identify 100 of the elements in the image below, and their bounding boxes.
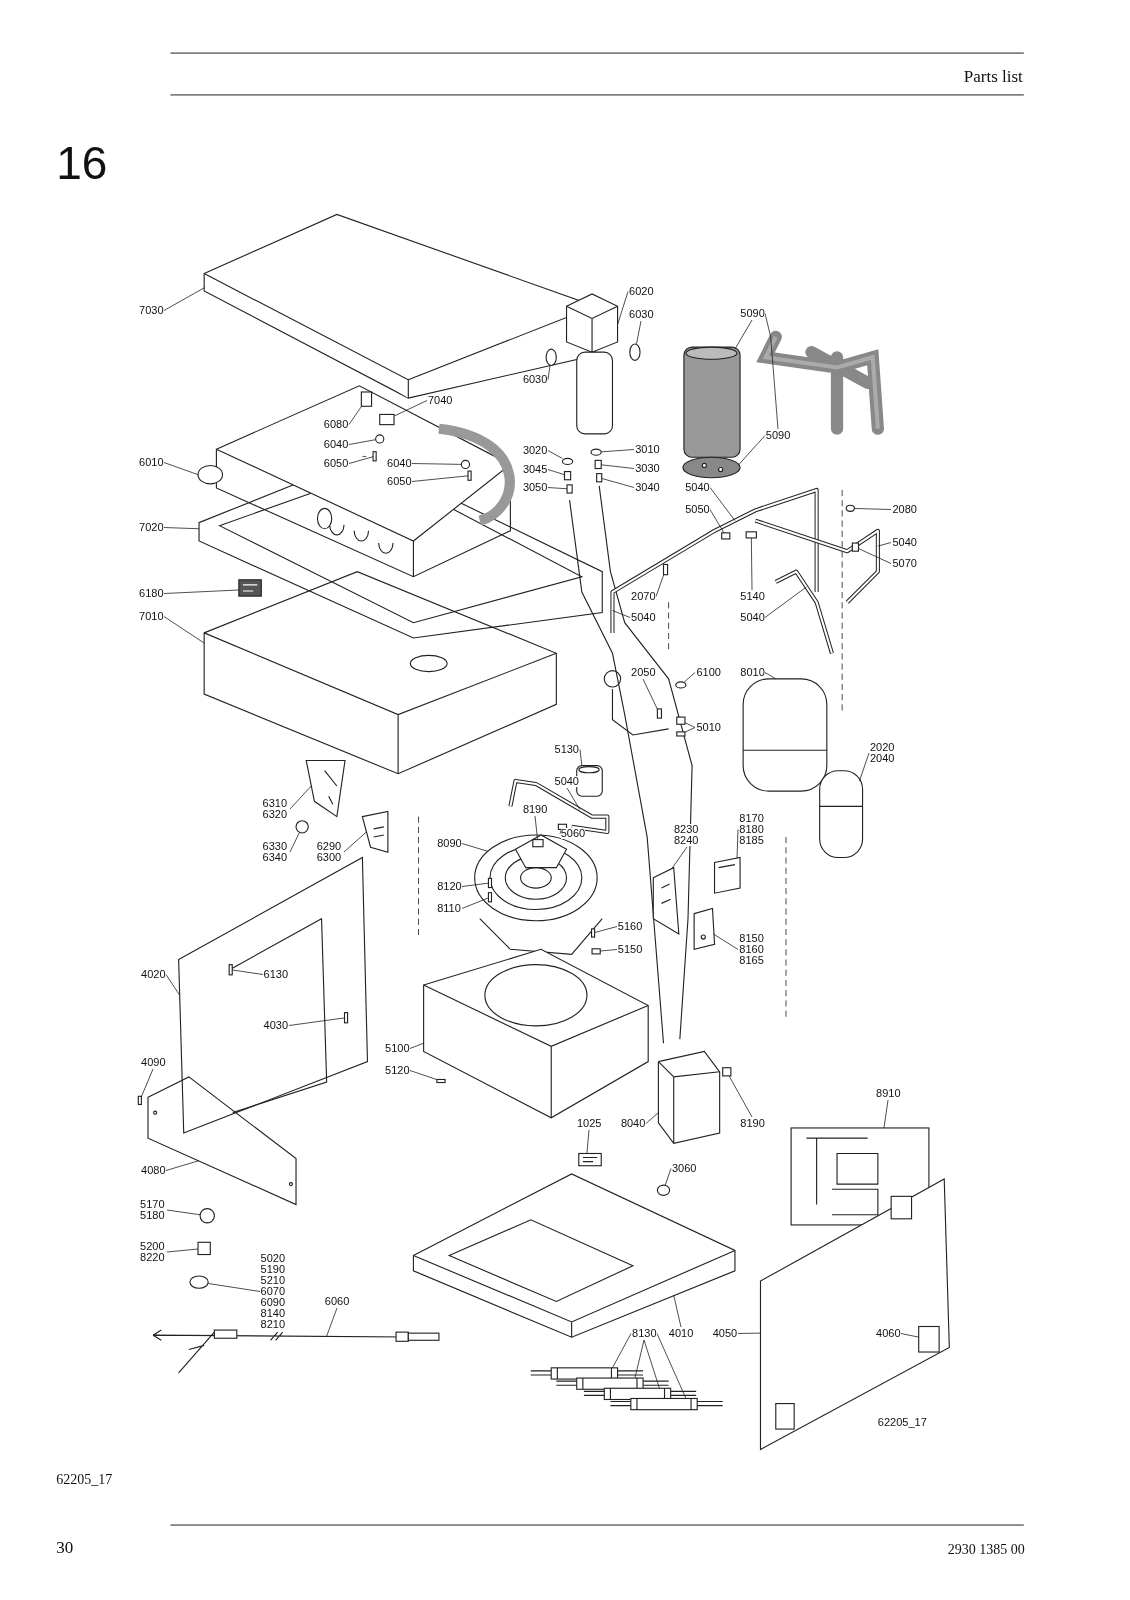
callout-number: 5090 <box>740 307 765 319</box>
tube-fitting <box>676 731 686 737</box>
leader-line <box>612 610 631 618</box>
cable-tie <box>189 1275 209 1289</box>
seal-ring <box>675 681 687 689</box>
leader-line <box>166 1209 201 1216</box>
leader-line <box>289 785 312 810</box>
mounting-bracket <box>305 759 346 818</box>
relay-box <box>714 856 741 894</box>
expansion-valve <box>676 716 686 725</box>
callout-number: 3060 <box>671 1163 697 1175</box>
cable-clamp <box>199 1208 215 1224</box>
screw <box>137 1095 142 1106</box>
callout-number: 5200 8220 <box>140 1241 167 1264</box>
leader-line <box>348 405 362 425</box>
leader-line <box>750 537 753 591</box>
callout-number: 4050 <box>712 1327 738 1339</box>
fitting <box>563 471 572 481</box>
grommet <box>656 1184 671 1196</box>
fitting <box>594 459 602 470</box>
callout-number: 6100 <box>696 667 721 679</box>
leader-line <box>348 439 377 445</box>
leader-line <box>684 727 696 733</box>
leader-line <box>645 1112 659 1124</box>
leader-line <box>163 462 199 476</box>
callout-number: 2020 2040 <box>869 742 896 765</box>
document-number: 2930 1385 00 <box>947 1542 1025 1557</box>
front-panel <box>759 1178 950 1451</box>
filter-housing <box>565 293 619 435</box>
leader-line <box>612 1333 632 1369</box>
leader-line <box>163 616 205 644</box>
fitting <box>596 473 603 483</box>
leader-line <box>859 752 870 782</box>
leader-line <box>671 846 688 870</box>
heater <box>609 1397 724 1411</box>
callout-number: 5150 <box>617 943 643 955</box>
callout-number: 5160 <box>617 921 643 933</box>
callout-number: 6010 <box>139 456 164 468</box>
drawing-number: 62205_17 <box>56 1473 113 1488</box>
callout-number: 5090 <box>765 430 791 442</box>
callout-number: 8910 <box>876 1087 901 1099</box>
callout-number: 2080 <box>892 503 917 515</box>
heat-exchanger <box>197 385 515 578</box>
compressor <box>742 678 828 792</box>
leader-line <box>900 1333 920 1338</box>
leader-line <box>566 787 581 810</box>
callout-number: 7020 <box>139 522 164 534</box>
leader-line <box>559 829 562 834</box>
callout-number: 7040 <box>427 394 453 406</box>
leader-line <box>586 1129 590 1154</box>
cap <box>845 504 855 512</box>
leader-line <box>736 829 739 859</box>
leader-line <box>163 287 205 311</box>
leader-line <box>231 969 264 975</box>
leader-line <box>683 672 696 683</box>
callout-number: 6030 <box>629 308 654 320</box>
callout-number: 1025 <box>577 1118 602 1130</box>
leader-line <box>728 1075 753 1118</box>
leader-line <box>579 749 583 766</box>
leader-line <box>288 1017 345 1026</box>
heater <box>555 1377 670 1390</box>
leader-line <box>600 464 635 469</box>
leader-line <box>709 509 725 534</box>
clamp <box>591 948 601 955</box>
leader-line <box>770 336 779 430</box>
callout-number: 8230 8240 <box>673 824 700 846</box>
leader-line <box>764 313 772 338</box>
callout-number: 4080 <box>141 1165 166 1177</box>
callout-number: 8010 <box>740 667 765 679</box>
callout-number: 6180 <box>139 587 164 599</box>
dryer-cartridge <box>683 346 741 458</box>
seal-ring <box>590 448 602 456</box>
frame-box <box>203 571 557 775</box>
leader-line <box>165 1160 200 1171</box>
leader-line <box>737 435 766 466</box>
leader-line <box>393 400 428 417</box>
wiring-diagram <box>790 1127 930 1226</box>
mounting-bracket <box>652 866 680 936</box>
callout-number: 8120 <box>437 880 462 892</box>
leader-line <box>141 1068 154 1098</box>
callout-number: 8170 8180 8185 <box>739 813 766 847</box>
leader-line <box>166 1248 199 1253</box>
leader-line <box>655 574 665 597</box>
leader-line <box>734 319 753 350</box>
leader-line <box>617 291 629 325</box>
power-cable <box>152 1329 440 1374</box>
leader-line <box>461 882 489 887</box>
base-plate <box>412 1173 736 1338</box>
screw <box>436 1078 446 1084</box>
callout-number: 5060 <box>560 828 586 840</box>
leader-line <box>764 586 807 618</box>
cable-clamp <box>295 820 309 834</box>
refrigerant-pipe <box>774 569 834 654</box>
callout-number: 8040 <box>620 1118 646 1130</box>
liquid-receiver <box>819 770 864 858</box>
section-number: 16 <box>56 140 108 187</box>
callout-number: 7030 <box>139 304 164 316</box>
leader-line <box>673 1294 682 1328</box>
leader-line <box>326 1307 338 1337</box>
header-title: Parts list <box>963 68 1023 86</box>
